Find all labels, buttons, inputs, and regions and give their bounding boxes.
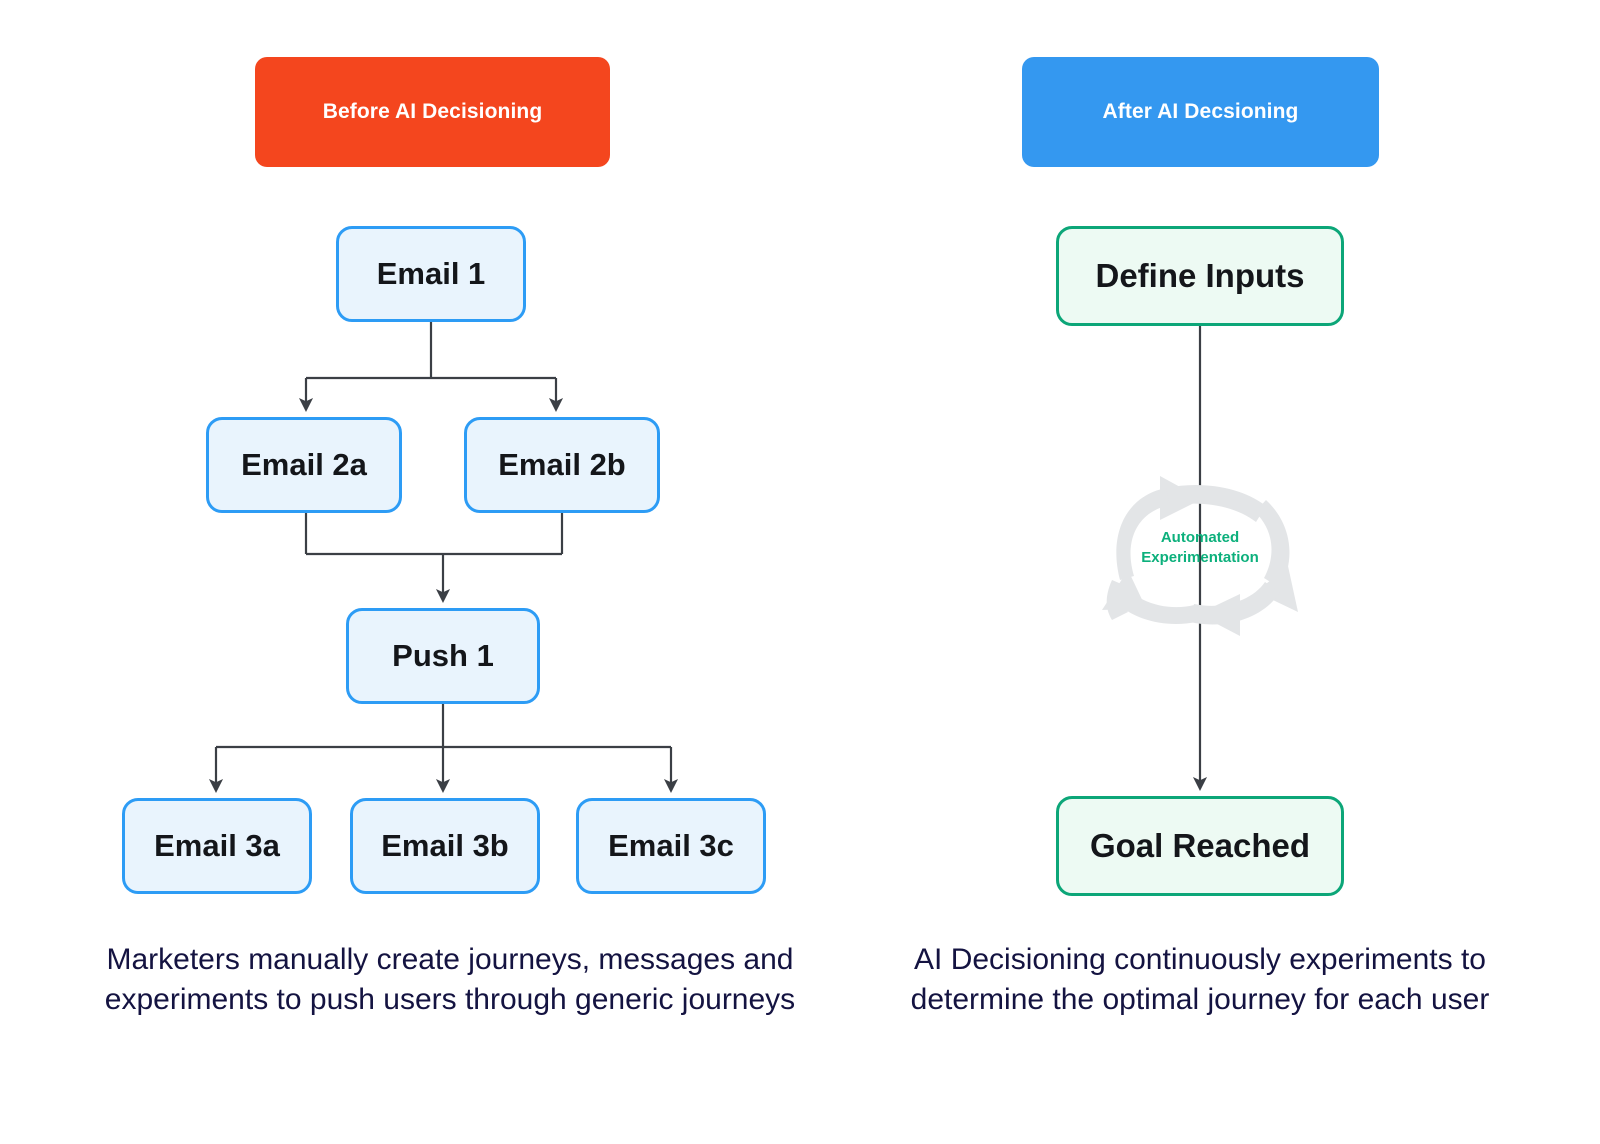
node-email-2b-label: Email 2b: [498, 447, 626, 482]
node-define-inputs[interactable]: Define Inputs: [1056, 226, 1344, 326]
node-email-3c[interactable]: Email 3c: [576, 798, 766, 894]
node-email-3b[interactable]: Email 3b: [350, 798, 540, 894]
automated-experimentation-label: Automated Experimentation: [1120, 528, 1280, 569]
header-pill-before: Before AI Decisioning: [255, 57, 610, 167]
header-pill-after: After AI Decsioning: [1022, 57, 1379, 167]
node-push-1[interactable]: Push 1: [346, 608, 540, 704]
node-email-1[interactable]: Email 1: [336, 226, 526, 322]
node-email-3c-label: Email 3c: [608, 828, 734, 863]
node-email-2a-label: Email 2a: [241, 447, 367, 482]
node-email-3a-label: Email 3a: [154, 828, 280, 863]
node-goal-reached-label: Goal Reached: [1089, 827, 1311, 864]
caption-after: AI Decisioning continuously experiments …: [910, 943, 1490, 1016]
node-goal-reached[interactable]: Goal Reached: [1056, 796, 1344, 896]
node-email-1-label: Email 1: [376, 256, 486, 291]
node-email-3b-label: Email 3b: [381, 828, 509, 863]
cycle-label-line-1: Automated: [1160, 529, 1240, 546]
caption-before: Marketers manually create journeys, mess…: [104, 943, 796, 1016]
node-define-inputs-label: Define Inputs: [1095, 257, 1305, 294]
cycle-label-line-2: Experimentation: [1141, 549, 1259, 567]
header-pill-after-label: After AI Decsioning: [1102, 100, 1299, 123]
node-email-2b[interactable]: Email 2b: [464, 417, 660, 513]
node-push-1-label: Push 1: [392, 638, 494, 673]
node-email-3a[interactable]: Email 3a: [122, 798, 312, 894]
node-email-2a[interactable]: Email 2a: [206, 417, 402, 513]
header-pill-before-label: Before AI Decisioning: [322, 100, 543, 123]
